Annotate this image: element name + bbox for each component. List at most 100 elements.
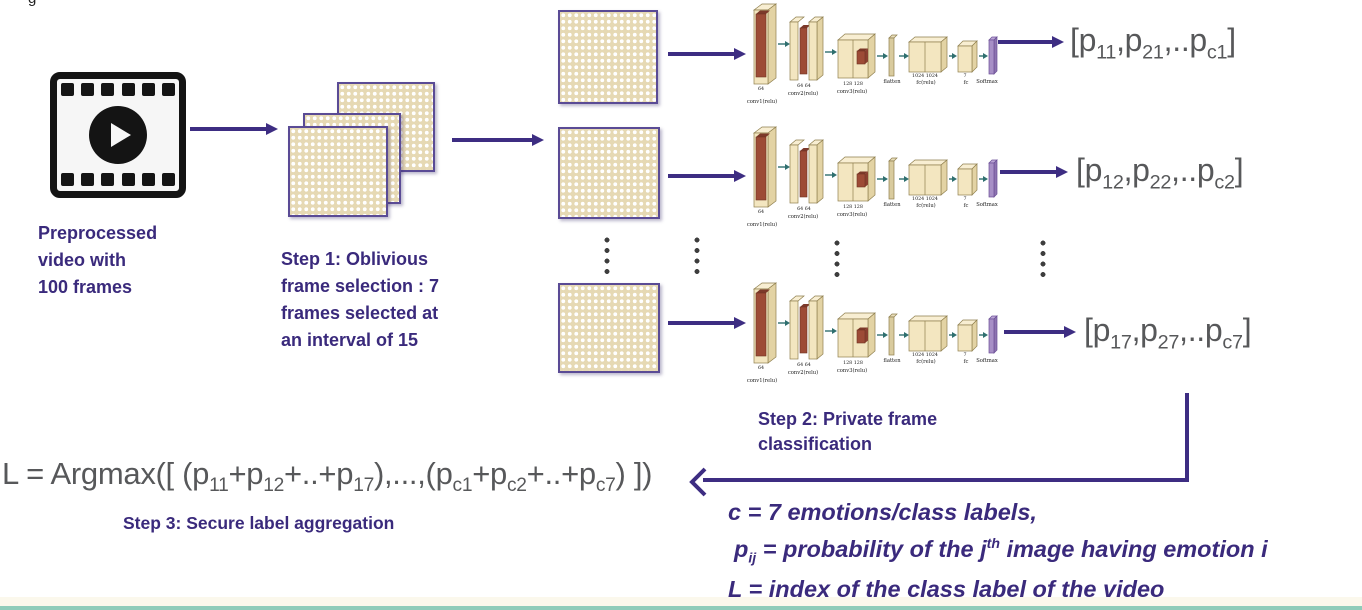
cnn-diagram-row-3: 64 64 64 128 128 1024 1024 7 conv1(relu)… — [742, 282, 998, 395]
flatten-block — [888, 313, 898, 356]
output-vector-1: [p11,p21,..pc1] — [1070, 22, 1236, 64]
arrow-cnn2-to-output — [1000, 170, 1056, 174]
conv3-label: conv3(relu) — [837, 88, 867, 95]
fc-label: fc — [964, 203, 969, 209]
conv1-block — [752, 282, 778, 364]
sprocket-hole — [81, 173, 95, 186]
fc-label: fc — [964, 80, 969, 86]
arrow-stack-to-frames — [452, 138, 532, 142]
connector-horizontal-line — [703, 478, 1189, 482]
flatten-block — [888, 157, 898, 200]
cnn-architecture-svg: 64 64 64 128 128 1024 1024 7 conv1(relu)… — [747, 282, 998, 384]
softmax-label: Softmax — [976, 358, 998, 364]
fc-block — [957, 163, 978, 196]
conv1-label: conv1(relu) — [747, 98, 777, 105]
conv3-dims: 128 128 — [843, 360, 863, 366]
conv1-dims: 64 — [758, 209, 764, 215]
aggregation-formula: L = Argmax([ (p11+p12+..+p17),...,(pc1+p… — [2, 456, 653, 497]
ellipsis-dots-arrows — [694, 237, 700, 279]
arrow-cnn7-to-output — [1004, 330, 1064, 334]
stacked-frame-front — [288, 126, 388, 217]
arrow-frame7-to-cnn — [668, 321, 734, 325]
cnn-diagram-row-2: 64 64 64 128 128 1024 1024 7 conv1(relu)… — [742, 126, 998, 239]
selected-frame-7 — [558, 283, 660, 373]
fc-dims: 7 — [963, 196, 966, 202]
softmax-block — [988, 36, 998, 75]
fc-relu-block — [908, 36, 948, 73]
fc-dims: 7 — [963, 73, 966, 79]
legend-line-1: c = 7 emotions/class labels, — [728, 499, 1037, 525]
legend-line-2: pij = probability of the jth image havin… — [734, 535, 1268, 566]
conv2-label: conv2(relu) — [788, 369, 818, 376]
caption-line-2: video with — [38, 250, 127, 270]
conv3-dims: 128 128 — [843, 204, 863, 210]
bottom-accent-strip — [0, 606, 1362, 610]
ellipsis-dots-frames — [604, 237, 610, 279]
step2-line-1: Step 2: Private frame — [758, 409, 938, 429]
conv1-label: conv1(relu) — [747, 221, 777, 228]
step1-line-3: frames selected at — [281, 303, 439, 323]
legend: c = 7 emotions/class labels, pij = proba… — [728, 497, 1268, 605]
play-triangle-icon — [111, 123, 131, 147]
conv2-label: conv2(relu) — [788, 213, 818, 220]
fc-relu-dims: 1024 1024 — [912, 352, 938, 358]
step2-line-2: classification — [758, 434, 873, 454]
fc-relu-dims: 1024 1024 — [912, 73, 938, 79]
softmax-block — [988, 315, 998, 354]
fc-block — [957, 40, 978, 73]
fc-relu-dims: 1024 1024 — [912, 196, 938, 202]
cnn-diagram-row-1: 64 64 64 128 128 1024 1024 7 conv1(relu)… — [742, 3, 998, 116]
fc-relu-block — [908, 159, 948, 196]
video-caption: Preprocessed video with 100 frames — [38, 220, 157, 301]
fc-relu-label: fc(relu) — [916, 358, 935, 365]
conv2-dims: 64 64 — [797, 83, 811, 89]
sprocket-hole — [161, 83, 175, 96]
step1-line-1: Step 1: Oblivious — [281, 249, 429, 269]
fc-relu-label: fc(relu) — [916, 79, 935, 86]
arrow-cnn1-to-output — [998, 40, 1052, 44]
conv2-block — [789, 139, 824, 204]
softmax-block — [988, 159, 998, 198]
sprocket-hole — [61, 173, 74, 186]
arrow-frame1-to-cnn — [668, 52, 734, 56]
conv3-dims: 128 128 — [843, 81, 863, 87]
selected-frame-1 — [558, 10, 658, 104]
arrow-frame2-to-cnn — [668, 174, 734, 178]
softmax-label: Softmax — [976, 79, 998, 85]
flatten-block — [888, 34, 898, 77]
film-sprockets-bottom — [61, 173, 175, 187]
step3-caption: Step 3: Secure label aggregation — [123, 513, 395, 533]
film-sprockets-top — [61, 83, 175, 97]
cnn-architecture-svg: 64 64 64 128 128 1024 1024 7 conv1(relu)… — [747, 126, 998, 228]
conv2-label: conv2(relu) — [788, 90, 818, 97]
sprocket-hole — [101, 173, 115, 186]
conv3-block — [837, 312, 876, 358]
conv1-dims: 64 — [758, 86, 764, 92]
fc-label: fc — [964, 359, 969, 365]
conv2-dims: 64 64 — [797, 362, 811, 368]
step1-caption: Step 1: Oblivious frame selection : 7 fr… — [281, 246, 439, 354]
sprocket-hole — [141, 173, 155, 186]
selected-frame-2 — [558, 127, 660, 219]
step1-line-4: an interval of 15 — [281, 330, 419, 350]
output-vector-7: [p17,p27,..pc7] — [1084, 312, 1252, 354]
conv3-block — [837, 33, 876, 79]
step2-caption: Step 2: Private frame classification — [758, 407, 937, 457]
softmax-label: Softmax — [976, 202, 998, 208]
connector-arrowhead-icon — [689, 467, 707, 497]
sprocket-hole — [141, 83, 155, 96]
sprocket-hole — [121, 83, 135, 96]
fc-relu-block — [908, 315, 948, 352]
caption-line-3: 100 frames — [38, 277, 133, 297]
conv3-label: conv3(relu) — [837, 211, 867, 218]
fc-dims: 7 — [963, 352, 966, 358]
conv1-dims: 64 — [758, 365, 764, 371]
flatten-label: flatten — [883, 358, 901, 364]
conv3-block — [837, 156, 876, 202]
conv2-block — [789, 16, 824, 81]
conv3-label: conv3(relu) — [837, 367, 867, 374]
play-icon — [89, 106, 147, 164]
step1-line-2: frame selection : 7 — [281, 276, 440, 296]
arrow-video-to-stack — [190, 127, 266, 131]
